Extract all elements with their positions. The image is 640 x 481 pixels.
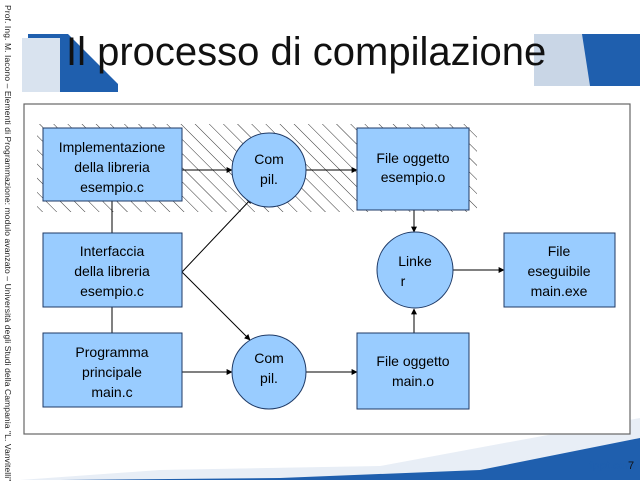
arrow-iface-to-comp-bottom bbox=[181, 271, 251, 341]
bottom-wave-blue bbox=[60, 438, 640, 480]
impl-library-box: Implementazione della libreria esempio.c bbox=[42, 127, 183, 202]
linker-line-2: r bbox=[401, 273, 406, 289]
impl-line-3: esempio.c bbox=[80, 179, 144, 195]
arrow-iface-to-comp-top bbox=[181, 197, 253, 273]
main-line-2: principale bbox=[82, 364, 142, 380]
side-caption: Prof. Ing. M. Iacono – Elementi di Progr… bbox=[3, 5, 13, 481]
comp-top-line-2: pil. bbox=[260, 171, 278, 187]
obj-bottom-line-1: File oggetto bbox=[376, 353, 449, 369]
linker-line-1: Linke bbox=[398, 253, 432, 269]
corner-decoration-top-right-light bbox=[534, 34, 590, 86]
bottom-wave-light bbox=[20, 418, 640, 480]
footer-logo: fppt.com bbox=[589, 460, 636, 472]
comp-bottom-line-2: pil. bbox=[260, 370, 278, 386]
executable-box: File eseguibile main.exe bbox=[503, 232, 616, 308]
obj-top-line-1: File oggetto bbox=[376, 150, 449, 166]
main-line-3: main.c bbox=[91, 384, 132, 400]
main-program-box: Programma principale main.c bbox=[42, 332, 183, 408]
impl-line-2: della libreria bbox=[74, 159, 150, 175]
iface-line-1: Interfaccia bbox=[80, 243, 145, 259]
compiler-top-circle: Com pil. bbox=[231, 132, 307, 208]
compiler-bottom-circle: Com pil. bbox=[231, 334, 307, 410]
iface-library-box: Interfaccia della libreria esempio.c bbox=[42, 232, 183, 308]
main-line-1: Programma bbox=[75, 344, 148, 360]
linker-circle: Linke r bbox=[376, 231, 454, 309]
iface-line-3: esempio.c bbox=[80, 283, 144, 299]
comp-bottom-line-1: Com bbox=[254, 350, 284, 366]
corner-decoration-top-left-light bbox=[22, 38, 60, 92]
obj-bottom-line-2: main.o bbox=[392, 373, 434, 389]
slide-title: Il processo di compilazione bbox=[66, 30, 547, 74]
object-file-top-box: File oggetto esempio.o bbox=[356, 127, 470, 211]
obj-top-line-2: esempio.o bbox=[381, 169, 446, 185]
exe-line-3: main.exe bbox=[531, 283, 588, 299]
object-file-bottom-box: File oggetto main.o bbox=[356, 332, 470, 410]
page-number: 7 bbox=[628, 460, 635, 472]
impl-line-1: Implementazione bbox=[59, 139, 166, 155]
exe-line-2: eseguibile bbox=[527, 263, 590, 279]
comp-top-line-1: Com bbox=[254, 151, 284, 167]
exe-line-1: File bbox=[548, 243, 571, 259]
iface-line-2: della libreria bbox=[74, 263, 150, 279]
